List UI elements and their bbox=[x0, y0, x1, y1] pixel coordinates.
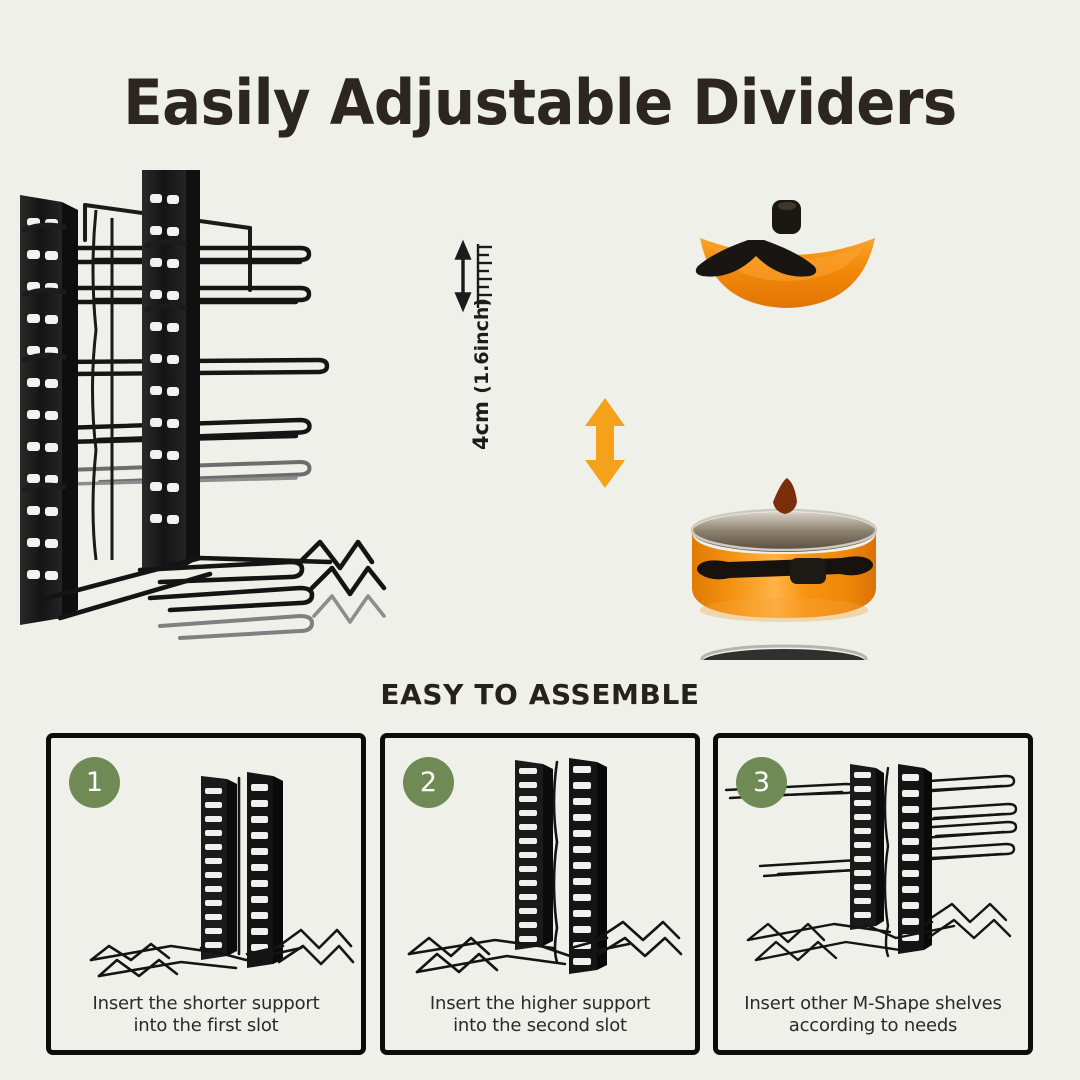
step-caption-3-line1: Insert other M-Shape shelves bbox=[744, 992, 1002, 1014]
step-illustration-2 bbox=[385, 748, 695, 988]
measurement-value: 4cm bbox=[469, 401, 493, 450]
step-caption-2-line2: into the second slot bbox=[453, 1015, 627, 1037]
pot-lid bbox=[695, 200, 875, 308]
base-wires-3 bbox=[746, 766, 1012, 962]
rack-base bbox=[37, 539, 387, 640]
rack-post-front bbox=[20, 195, 78, 625]
step-illustration-1 bbox=[51, 748, 361, 988]
step-caption-1-line2: into the first slot bbox=[133, 1015, 279, 1037]
sauce-pot bbox=[690, 478, 878, 622]
step-card-3[interactable]: 3 bbox=[713, 733, 1033, 1055]
rack-vertical-wires bbox=[91, 209, 114, 561]
step-badge-1: 1 bbox=[69, 757, 120, 808]
assemble-heading: EASY TO ASSEMBLE bbox=[380, 678, 700, 711]
post-left-3 bbox=[850, 764, 884, 930]
hero-illustration: 4cm (1.6inch) bbox=[0, 170, 1080, 660]
base-wires-2 bbox=[407, 760, 683, 974]
post-right bbox=[569, 758, 607, 974]
step-caption-2: Insert the higher support into the secon… bbox=[391, 993, 689, 1038]
rack-post-inner bbox=[142, 170, 200, 574]
tall-post bbox=[247, 772, 283, 968]
orange-up-down-arrow-icon bbox=[585, 398, 625, 488]
double-arrow-vertical-icon bbox=[454, 239, 472, 313]
measurement-secondary: (1.6inch) bbox=[471, 297, 493, 394]
measurement-label: 4cm (1.6inch) bbox=[469, 298, 510, 450]
page-title: Easily Adjustable Dividers bbox=[123, 66, 957, 139]
post-left bbox=[515, 760, 553, 950]
step-badge-3: 3 bbox=[736, 757, 787, 808]
rack-group bbox=[20, 170, 387, 640]
base-wires bbox=[89, 776, 355, 978]
step-caption-1-line1: Insert the shorter support bbox=[92, 992, 320, 1014]
cookware-group bbox=[690, 200, 878, 660]
short-post bbox=[201, 776, 237, 960]
step-caption-2-line1: Insert the higher support bbox=[429, 992, 651, 1014]
post-right-3 bbox=[898, 764, 932, 954]
step-caption-1: Insert the shorter support into the firs… bbox=[57, 993, 355, 1038]
measurement-indicator bbox=[454, 239, 492, 313]
step-caption-3: Insert other M-Shape shelves according t… bbox=[724, 993, 1022, 1038]
step-card-1[interactable]: 1 bbox=[46, 733, 366, 1055]
stock-pot bbox=[700, 644, 868, 660]
step-illustration-3 bbox=[718, 748, 1028, 988]
ruler-scale-icon bbox=[476, 244, 492, 308]
step-badge-2: 2 bbox=[403, 757, 454, 808]
hero-svg bbox=[20, 170, 878, 660]
step-card-2[interactable]: 2 bbox=[380, 733, 700, 1055]
step-caption-3-line2: according to needs bbox=[788, 1015, 958, 1037]
